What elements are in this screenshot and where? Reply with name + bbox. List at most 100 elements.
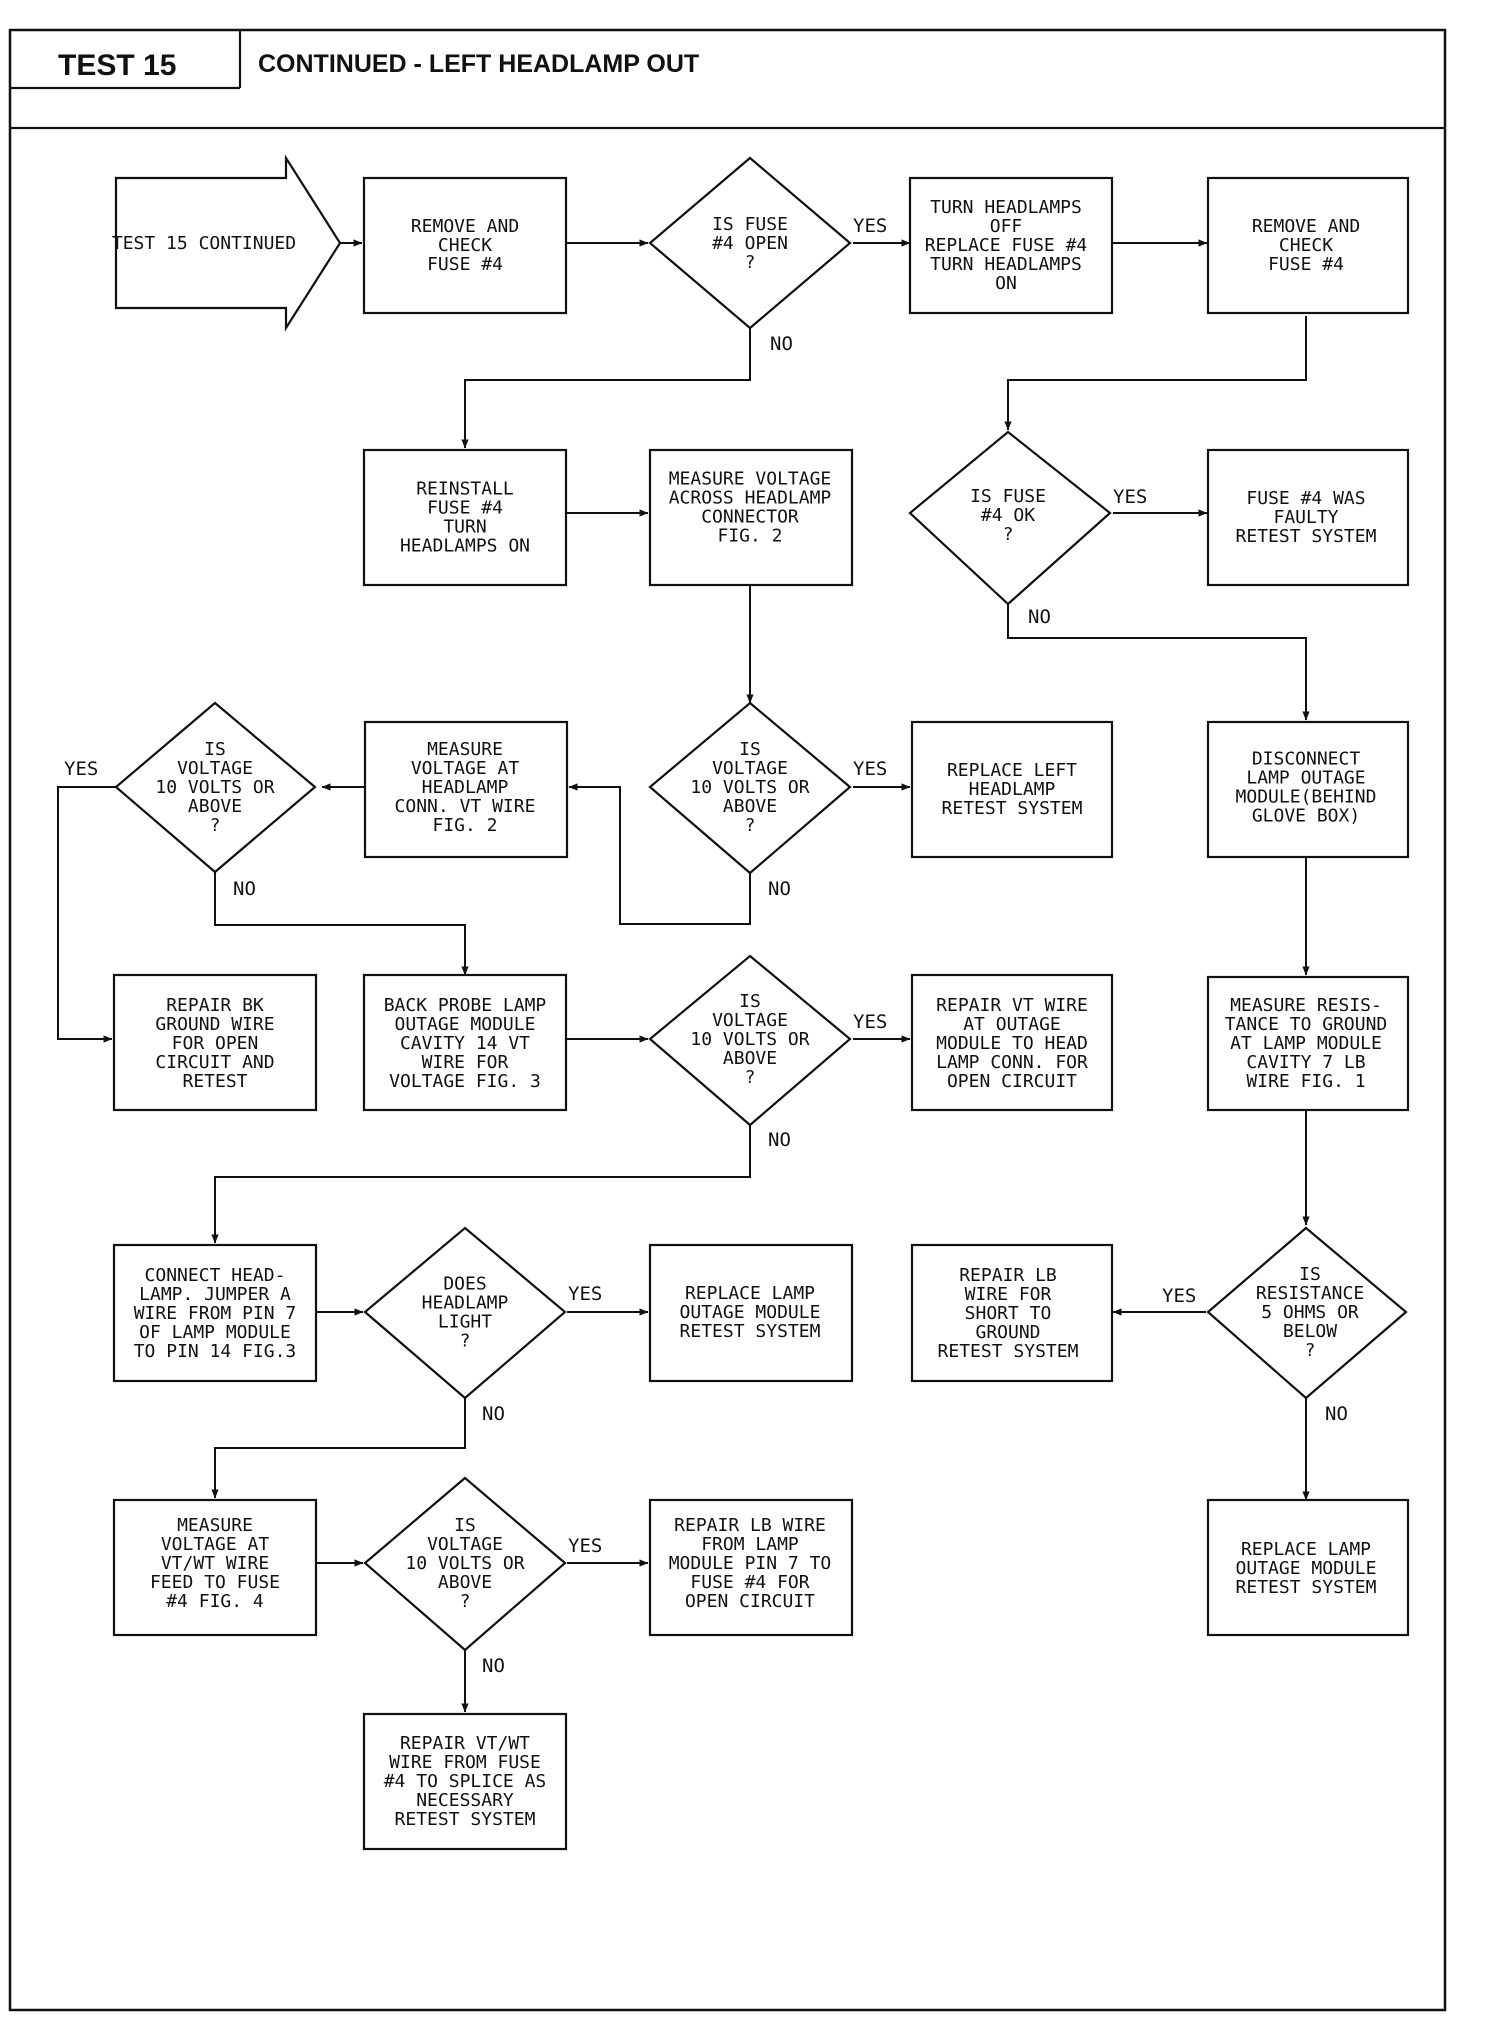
node-text-line: REPAIR LB WIRE — [674, 1515, 826, 1536]
node-text-line: 5 OHMS OR — [1261, 1302, 1359, 1323]
headlamp-light-yes-label: YES — [568, 1283, 602, 1305]
node-text-line: MEASURE — [177, 1515, 253, 1536]
node-text-line: RESISTANCE — [1256, 1283, 1364, 1304]
node-text-line: ABOVE — [188, 796, 242, 817]
resistance-no-label: NO — [1325, 1403, 1348, 1425]
node-text-line: FROM LAMP — [701, 1534, 799, 1555]
node-text-line: WIRE FOR — [422, 1052, 509, 1073]
node-text-line: ABOVE — [723, 796, 777, 817]
node-text-line: LAMP. JUMPER A — [139, 1284, 291, 1305]
node-text-line: CIRCUIT AND — [155, 1052, 274, 1073]
voltage-feed-yes-label: YES — [568, 1535, 602, 1557]
fuse-ok-no-label: NO — [1028, 606, 1051, 628]
node-text-line: AT LAMP MODULE — [1230, 1033, 1382, 1054]
node-text-line: MODULE PIN 7 TO — [669, 1553, 832, 1574]
voltage-left-yes-label: YES — [64, 758, 98, 780]
node-text-line: REPAIR VT WIRE — [936, 995, 1088, 1016]
node-text-line: MEASURE VOLTAGE — [669, 469, 832, 490]
node-text-line: RETEST SYSTEM — [938, 1341, 1079, 1362]
fuse-ok-decision: IS FUSE#4 OK? — [908, 430, 1112, 606]
node-text-line: WIRE FROM FUSE — [389, 1752, 541, 1773]
node-text-line: CHECK — [438, 235, 492, 256]
node-text-line: TEST 15 CONTINUED — [112, 233, 296, 254]
node-text-line: CAVITY 14 VT — [400, 1033, 530, 1054]
node-text-line: OPEN CIRCUIT — [685, 1591, 815, 1612]
node-text-line: FUSE #4 — [427, 254, 503, 275]
node-text-line: FIG. 2 — [432, 815, 497, 836]
fuse-open-decision: IS FUSE#4 OPEN? — [648, 156, 852, 330]
node-text-line: #4 TO SPLICE AS — [384, 1771, 547, 1792]
node-text-line: IS — [204, 739, 226, 760]
node-text-line: 10 VOLTS OR — [690, 1029, 809, 1050]
node-text-line: CONN. VT WIRE — [395, 796, 536, 817]
fuse-ok-decision-text: IS FUSE#4 OK? — [970, 486, 1046, 545]
voltage-feed-no-label: NO — [482, 1655, 505, 1677]
node-text-line: IS FUSE — [970, 486, 1046, 507]
node-text-line: REPLACE LAMP — [685, 1283, 815, 1304]
node-text-line: ? — [210, 815, 221, 836]
node-text-line: HEADLAMP — [422, 1293, 509, 1314]
node-text-line: REPAIR LB — [959, 1265, 1057, 1286]
node-text-line: FEED TO FUSE — [150, 1572, 280, 1593]
node-text-line: REMOVE AND — [411, 216, 519, 237]
node-text-line: ? — [745, 815, 756, 836]
node-text-line: CAVITY 7 LB — [1246, 1052, 1365, 1073]
node-text-line: IS FUSE — [712, 214, 788, 235]
node-text-line: REPLACE LEFT — [947, 760, 1077, 781]
node-text-line: RETEST SYSTEM — [1236, 526, 1377, 547]
node-text-line: ? — [745, 1067, 756, 1088]
start-node: TEST 15 CONTINUED — [112, 154, 342, 332]
node-text-line: REPLACE FUSE #4 — [925, 235, 1088, 256]
node-text-line: SHORT TO — [965, 1303, 1052, 1324]
node-text-line: RETEST SYSTEM — [942, 798, 1083, 819]
node-text-line: HEADLAMPS ON — [400, 536, 530, 557]
node-text-line: #4 FIG. 4 — [166, 1591, 264, 1612]
node-text-line: GROUND WIRE — [155, 1014, 274, 1035]
node-text-line: VOLTAGE — [427, 1534, 503, 1555]
node-text-line: VOLTAGE — [712, 1010, 788, 1031]
node-text-line: VOLTAGE AT — [161, 1534, 270, 1555]
node-text-line: BACK PROBE LAMP — [384, 995, 547, 1016]
node-text-line: VOLTAGE — [177, 758, 253, 779]
node-text-line: ? — [460, 1591, 471, 1612]
start-node-text: TEST 15 CONTINUED — [112, 233, 296, 254]
node-text-line: MEASURE RESIS- — [1230, 995, 1382, 1016]
node-text-line: 10 VOLTS OR — [690, 777, 809, 798]
node-text-line: REPAIR VT/WT — [400, 1733, 530, 1754]
edge-labels: YES NO YES NO YES NO YES NO YES NO YES N… — [64, 215, 1348, 1677]
node-text-line: REMOVE AND — [1252, 216, 1360, 237]
node-text-line: BELOW — [1283, 1321, 1337, 1342]
node-text-line: MODULE(BEHIND — [1236, 787, 1377, 808]
node-text-line: LAMP CONN. FOR — [936, 1052, 1088, 1073]
